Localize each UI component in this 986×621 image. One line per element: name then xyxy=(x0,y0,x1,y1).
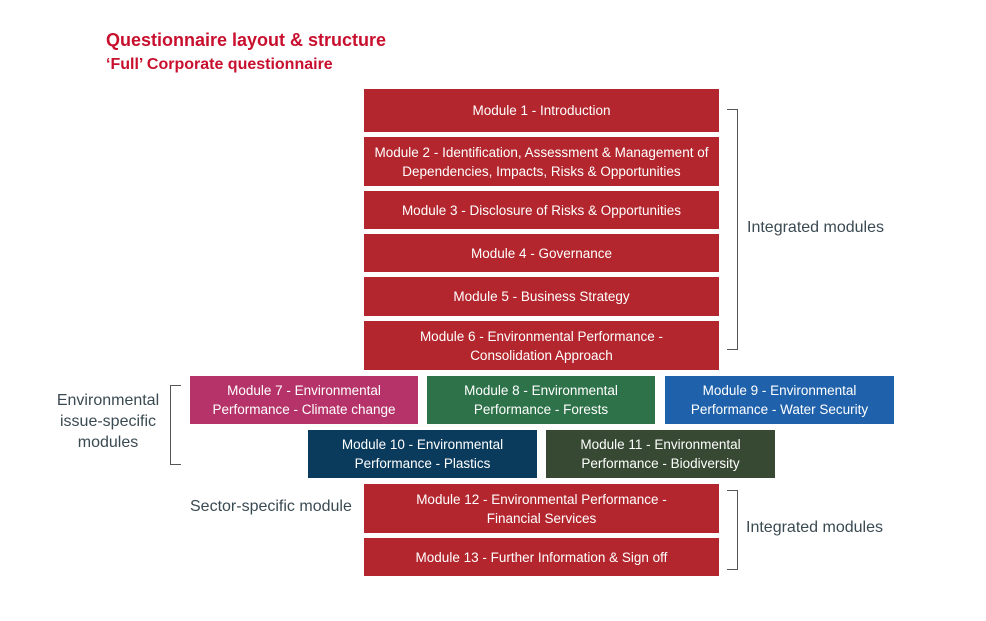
module-9-line-2: Performance - Water Security xyxy=(690,402,869,417)
environmental-modules-label: Environmental issue-specific modules xyxy=(48,390,168,453)
module-5-line-1: Module 5 - Business Strategy xyxy=(453,289,630,304)
integrated-bottom-bracket xyxy=(727,490,738,570)
module-2: Module 2 - Identification, Assessment & … xyxy=(364,137,719,186)
module-7: Module 7 - Environmental Performance - C… xyxy=(190,376,418,424)
module-6-line-2: Consolidation Approach xyxy=(470,347,613,363)
module-2-line-1: Module 2 - Identification, Assessment & … xyxy=(374,144,709,160)
module-2-line-2: Dependencies, Impacts, Risks & Opportuni… xyxy=(402,163,681,179)
module-1-line-1: Module 1 - Introduction xyxy=(472,103,611,118)
module-8: Module 8 - Environmental Performance - F… xyxy=(427,376,655,424)
integrated-modules-label-bottom: Integrated modules xyxy=(746,519,883,536)
integrated-top-bracket xyxy=(727,109,738,350)
module-4-line-1: Module 4 - Governance xyxy=(470,245,613,261)
environmental-label-line-3: modules xyxy=(77,434,139,451)
module-9: Module 9 - Environmental Performance - W… xyxy=(665,376,894,424)
module-12-line-1: Module 12 - Environmental Performance - xyxy=(416,491,667,507)
module-10-line-1: Module 10 - Environmental xyxy=(341,437,504,452)
environmental-label-line-1: Environmental xyxy=(56,392,160,409)
module-5: Module 5 - Business Strategy xyxy=(364,277,719,316)
module-1: Module 1 - Introduction xyxy=(364,89,719,132)
page-subtitle: ‘Full’ Corporate questionnaire xyxy=(106,56,333,73)
module-13: Module 13 - Further Information & Sign o… xyxy=(364,538,719,576)
environmental-bracket xyxy=(170,385,181,465)
module-11-line-1: Module 11 - Environmental xyxy=(580,437,741,452)
environmental-label-line-2: issue-specific xyxy=(59,413,157,430)
module-3-line-1: Module 3 - Disclosure of Risks & Opportu… xyxy=(401,202,682,218)
module-10-line-2: Performance - Plastics xyxy=(354,456,491,471)
module-8-line-2: Performance - Forests xyxy=(473,402,609,417)
module-7-line-2: Performance - Climate change xyxy=(212,402,396,417)
module-6: Module 6 - Environmental Performance - C… xyxy=(364,321,719,370)
page-title: Questionnaire layout & structure xyxy=(106,30,387,50)
module-11-line-2: Performance - Biodiversity xyxy=(581,456,740,471)
module-12-line-2: Financial Services xyxy=(486,510,597,526)
sector-specific-label: Sector-specific module xyxy=(190,498,352,515)
module-11: Module 11 - Environmental Performance - … xyxy=(546,430,775,478)
module-12: Module 12 - Environmental Performance - … xyxy=(364,484,719,533)
module-10: Module 10 - Environmental Performance - … xyxy=(308,430,537,478)
module-13-line-1: Module 13 - Further Information & Sign o… xyxy=(415,549,668,565)
module-3: Module 3 - Disclosure of Risks & Opportu… xyxy=(364,191,719,229)
module-4: Module 4 - Governance xyxy=(364,234,719,272)
module-9-line-1: Module 9 - Environmental xyxy=(702,383,857,398)
integrated-modules-label-top: Integrated modules xyxy=(747,219,884,236)
module-7-line-1: Module 7 - Environmental xyxy=(227,383,381,398)
module-6-line-1: Module 6 - Environmental Performance - xyxy=(419,328,664,344)
module-8-line-1: Module 8 - Environmental xyxy=(464,383,618,398)
